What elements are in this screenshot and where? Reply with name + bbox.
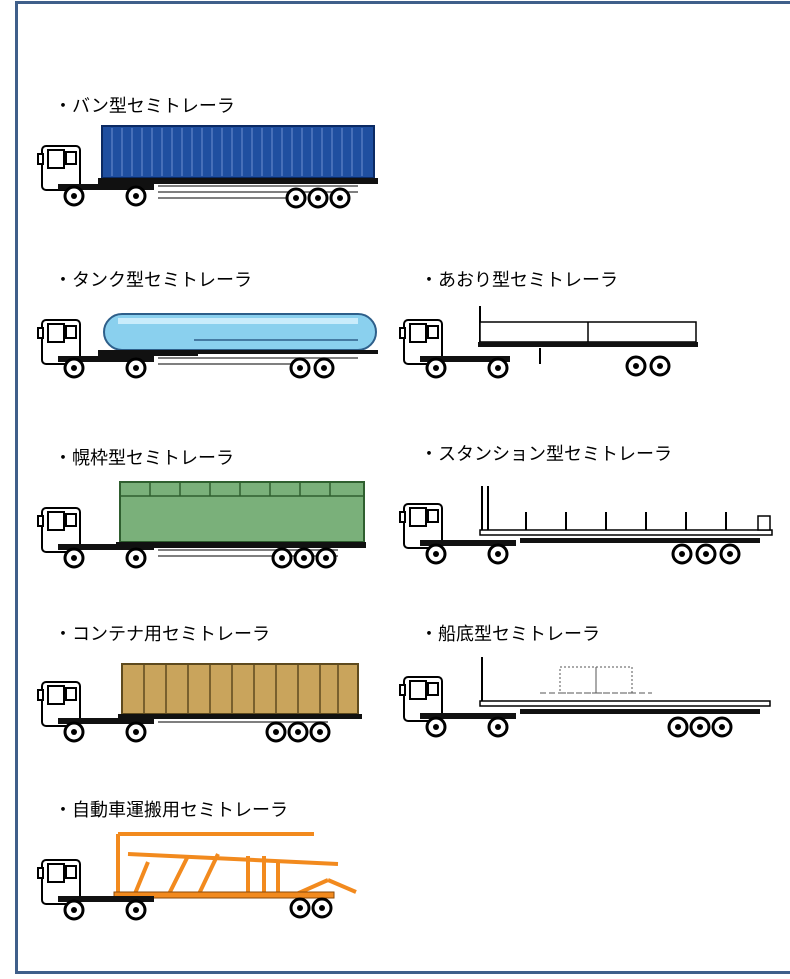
lowbed-semitrailer-illustration [399,657,771,738]
van-semitrailer-label: ・バン型セミトレーラ [54,96,235,117]
canvas-semitrailer-illustration [37,481,366,569]
flatbed-semitrailer-illustration [399,306,698,379]
carcarrier-semitrailer-label: ・自動車運搬用セミトレーラ [54,800,288,821]
lowbed-semitrailer-label: ・船底型セミトレーラ [420,624,600,645]
flatbed-semitrailer-label: ・あおり型セミトレーラ [420,270,618,291]
carcarrier-semitrailer-illustration [37,832,357,921]
page-frame [15,1,790,974]
van-semitrailer-illustration [37,125,378,209]
container-semitrailer-label: ・コンテナ用セミトレーラ [54,624,270,645]
tank-semitrailer-label: ・タンク型セミトレーラ [54,270,252,291]
container-semitrailer-illustration [37,663,362,743]
stanchion-semitrailer-label: ・スタンション型セミトレーラ [420,444,672,465]
tank-semitrailer-illustration [37,313,378,379]
stanchion-semitrailer-illustration [399,486,773,565]
canvas-semitrailer-label: ・幌枠型セミトレーラ [54,448,234,469]
